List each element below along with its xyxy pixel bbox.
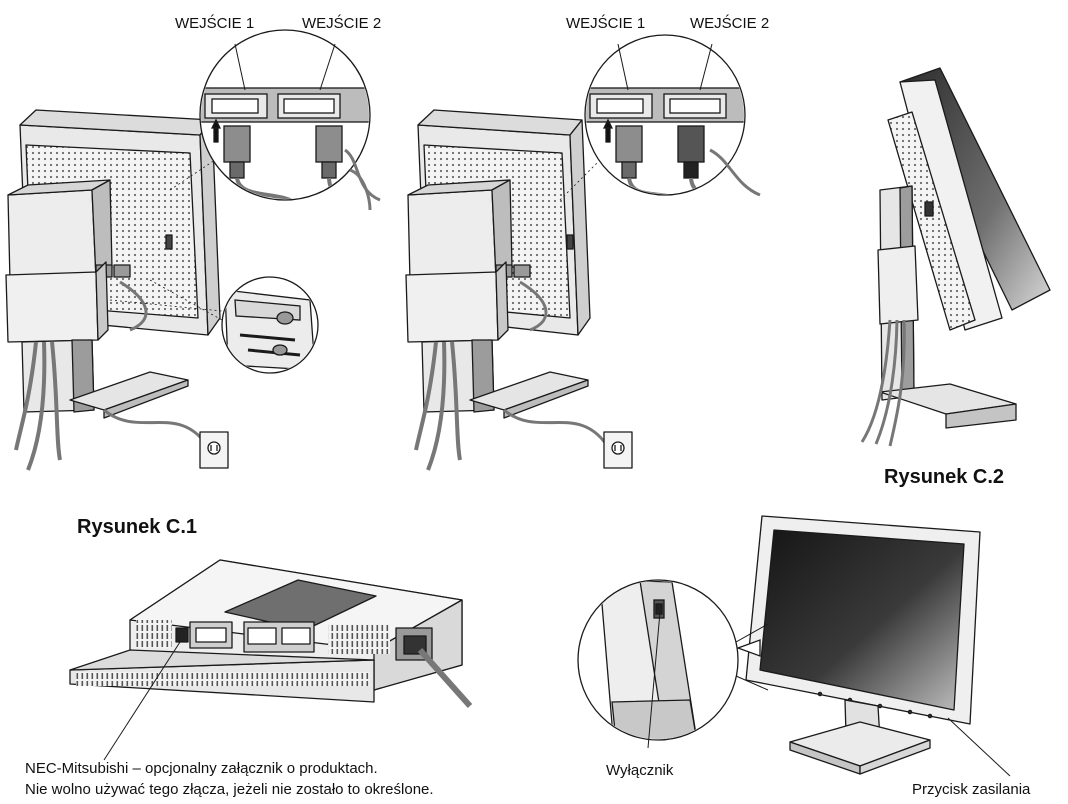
input-2-label-right: WEJŚCIE 2 bbox=[690, 15, 770, 32]
power-button-label: Przycisk zasilania bbox=[912, 781, 1031, 798]
monitor-side-view bbox=[860, 67, 1051, 447]
switch-label: Wyłącznik bbox=[606, 762, 674, 779]
nec-attachment-note-line1: NEC-Mitsubishi – opcjonalny załącznik o … bbox=[25, 760, 378, 777]
monitor-bottom-view bbox=[69, 559, 473, 761]
monitor-rear-view-right bbox=[405, 109, 633, 471]
figure-c2-title: Rysunek C.2 bbox=[884, 466, 1005, 488]
ports-zoom-right bbox=[584, 34, 761, 197]
input-1-label-right: WEJŚCIE 1 bbox=[566, 15, 646, 32]
monitor-rear-view-left bbox=[5, 109, 241, 471]
ports-zoom-left bbox=[199, 29, 381, 211]
input-1-label-left: WEJŚCIE 1 bbox=[175, 15, 255, 32]
power-switch-zoom bbox=[577, 579, 769, 749]
nec-attachment-note-line2: Nie wolno używać tego złącza, jeżeli nie… bbox=[25, 781, 434, 798]
cable-clip-zoom bbox=[221, 276, 319, 374]
input-2-label-left: WEJŚCIE 2 bbox=[302, 15, 382, 32]
figure-c1-title: Rysunek C.1 bbox=[77, 516, 198, 538]
monitor-front-view bbox=[745, 515, 1011, 777]
